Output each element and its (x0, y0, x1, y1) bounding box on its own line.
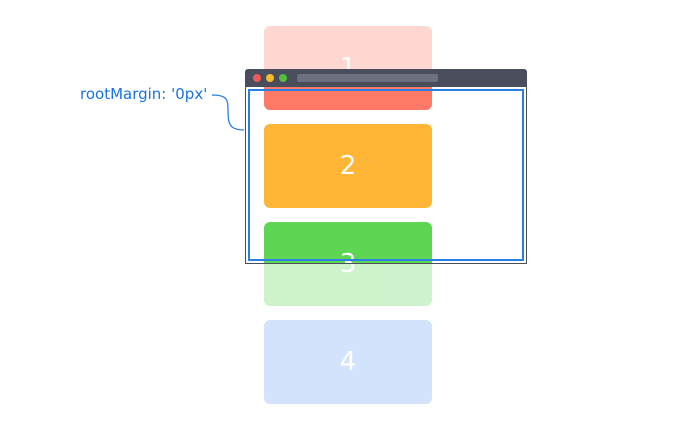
root-margin-label: rootMargin: '0px' (80, 85, 208, 103)
maximize-dot-icon (279, 74, 287, 82)
box-3: 3 (264, 222, 432, 306)
browser-titlebar (245, 69, 527, 87)
box-2: 2 (264, 124, 432, 208)
browser-viewport (245, 87, 527, 264)
address-bar (297, 74, 438, 82)
box-4-label: 4 (339, 347, 357, 377)
minimize-dot-icon (266, 74, 274, 82)
box-2-label: 2 (339, 151, 357, 181)
close-dot-icon (253, 74, 261, 82)
box-4: 4 (264, 320, 432, 404)
root-margin-outline (248, 89, 524, 261)
browser-window (245, 69, 527, 264)
box-3-label: 3 (339, 249, 357, 279)
